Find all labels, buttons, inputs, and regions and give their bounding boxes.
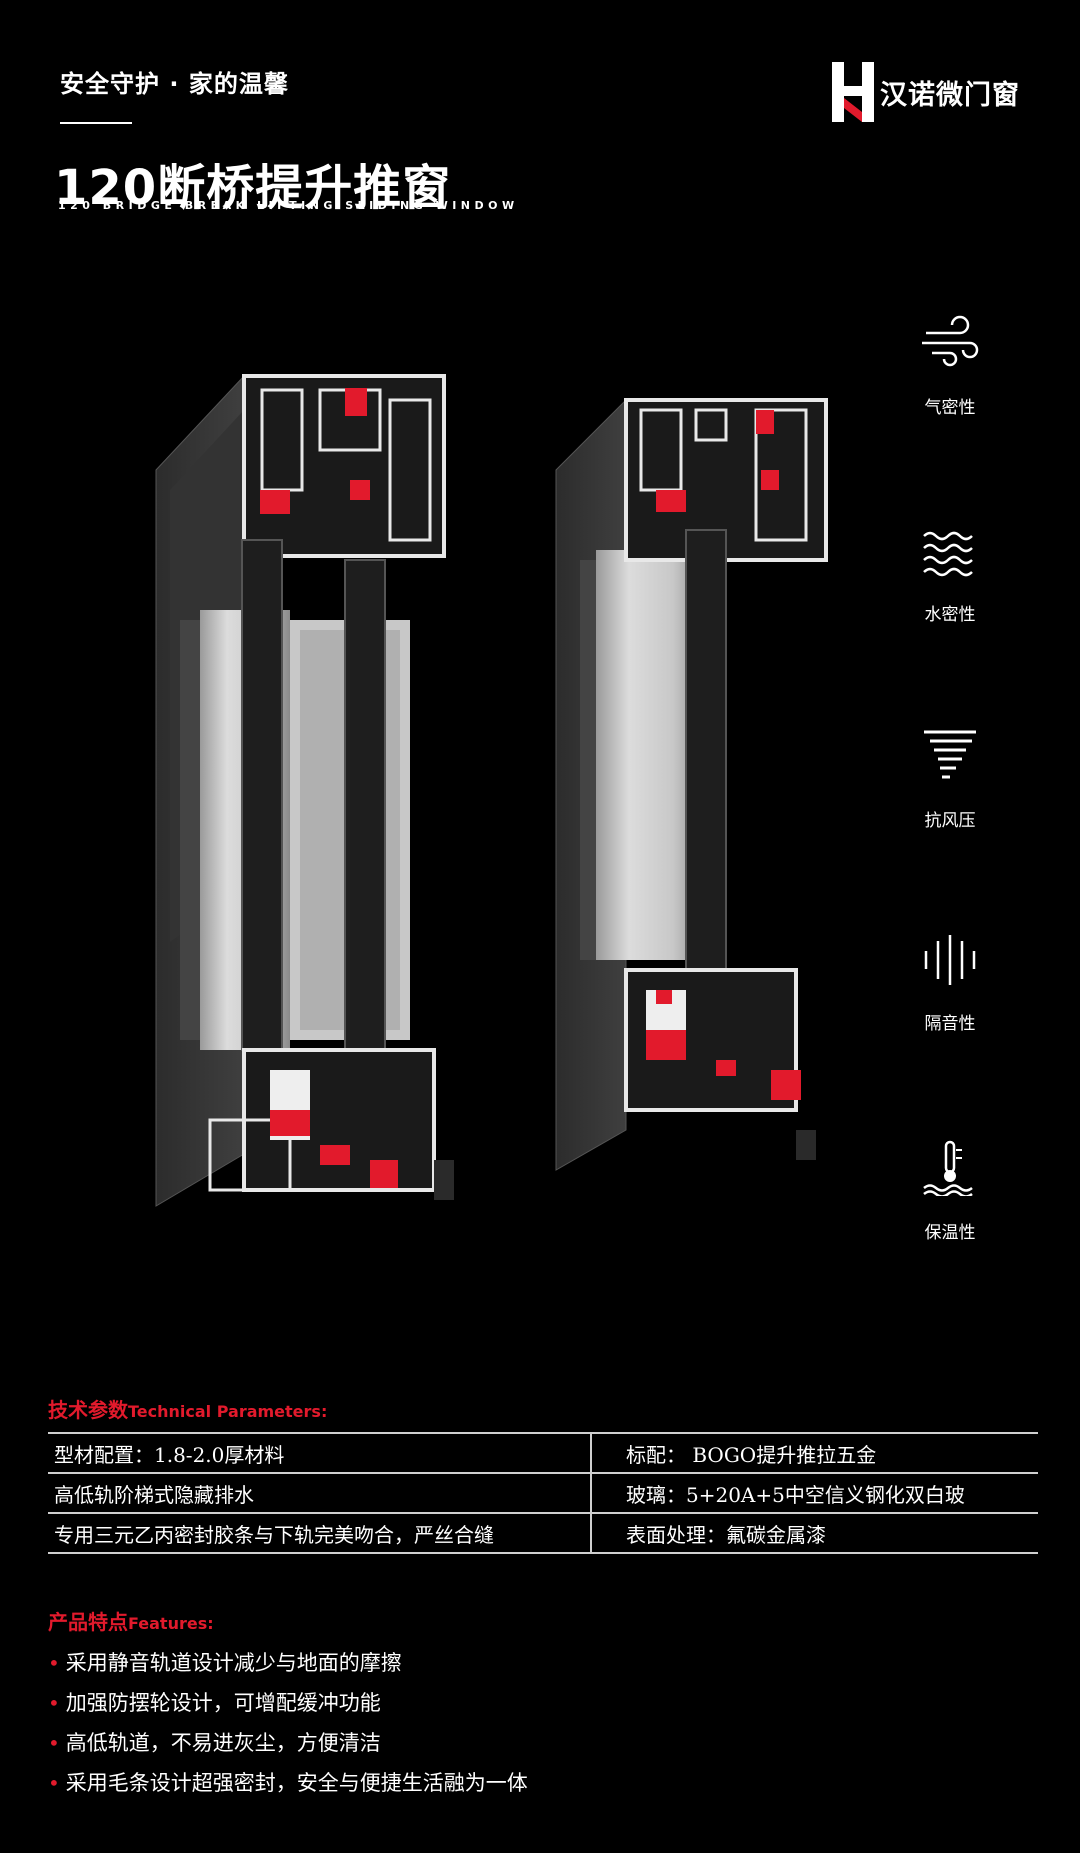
feature-label: 水密性 [924, 605, 976, 625]
page-subtitle: 120 BRIDGE BREAK LIFTING SLIDING WINDOW [58, 199, 519, 212]
list-item: •加强防摆轮设计，可增配缓冲功能 [48, 1683, 528, 1723]
feature-label: 保温性 [924, 1223, 976, 1243]
brand-logo: 汉诺微门窗 [832, 62, 1020, 122]
bullet-dot-icon: • [48, 1731, 60, 1755]
brand-name: 汉诺微门窗 [880, 79, 1020, 111]
feature-sound-insulation: 隔音性 [900, 933, 1000, 1034]
param-cell: 玻璃：5+20A+5中空信义钢化双白玻 [591, 1473, 1038, 1514]
page-title: 120断桥提升推窗 [54, 160, 452, 216]
feature-wind-pressure: 抗风压 [900, 728, 1000, 831]
param-cell: 表面处理：氟碳金属漆 [591, 1513, 1038, 1554]
tech-params-heading-en: Technical Parameters: [128, 1402, 328, 1421]
thermometer-icon [923, 1140, 973, 1196]
product-features-heading: 产品特点Features: [48, 1606, 214, 1635]
tech-params-heading: 技术参数Technical Parameters: [48, 1394, 327, 1423]
window-section-right [555, 398, 828, 1171]
bullet-dot-icon: • [48, 1651, 60, 1675]
waves-icon [923, 531, 973, 577]
table-row: 专用三元乙丙密封胶条与下轨完美吻合，严丝合缝 表面处理：氟碳金属漆 [48, 1513, 1038, 1554]
product-features-list: •采用静音轨道设计减少与地面的摩擦 •加强防摆轮设计，可增配缓冲功能 •高低轨道… [48, 1643, 528, 1803]
tech-params-table: 型材配置：1.8-2.0厚材料 标配： BOGO提升推拉五金 高低轨阶梯式隐藏排… [48, 1432, 1038, 1554]
tech-params-heading-cn: 技术参数 [48, 1398, 128, 1422]
list-item: •采用毛条设计超强密封，安全与便捷生活融为一体 [48, 1763, 528, 1803]
list-item-text: 高低轨道，不易进灰尘，方便清洁 [65, 1731, 381, 1755]
feature-label: 抗风压 [924, 811, 976, 831]
product-features-heading-cn: 产品特点 [48, 1610, 128, 1634]
tornado-icon [924, 730, 976, 779]
sound-wave-icon [924, 935, 976, 985]
list-item-text: 加强防摆轮设计，可增配缓冲功能 [65, 1691, 381, 1715]
tagline-divider [60, 122, 132, 124]
param-cell: 标配： BOGO提升推拉五金 [591, 1432, 1038, 1474]
bullet-dot-icon: • [48, 1771, 60, 1795]
list-item-text: 采用毛条设计超强密封，安全与便捷生活融为一体 [65, 1771, 528, 1795]
bullet-dot-icon: • [48, 1691, 60, 1715]
tagline: 安全守护 · 家的温馨 [60, 70, 289, 98]
window-cross-section-illustration [155, 374, 828, 1207]
feature-airtightness: 气密性 [900, 315, 1000, 418]
param-cell: 型材配置：1.8-2.0厚材料 [48, 1432, 592, 1474]
feature-heat-insulation: 保温性 [900, 1140, 1000, 1243]
table-row: 高低轨阶梯式隐藏排水 玻璃：5+20A+5中空信义钢化双白玻 [48, 1473, 1038, 1514]
feature-label: 隔音性 [924, 1014, 976, 1034]
brand-h-logo-icon [832, 62, 874, 122]
list-item-text: 采用静音轨道设计减少与地面的摩擦 [65, 1651, 402, 1675]
wind-icon [922, 315, 979, 367]
list-item: •高低轨道，不易进灰尘，方便清洁 [48, 1723, 528, 1763]
window-section-left [155, 374, 454, 1207]
feature-watertightness: 水密性 [900, 528, 1000, 625]
feature-label: 气密性 [924, 398, 976, 418]
product-features-heading-en: Features: [128, 1614, 214, 1633]
param-cell: 专用三元乙丙密封胶条与下轨完美吻合，严丝合缝 [48, 1513, 592, 1554]
table-row: 型材配置：1.8-2.0厚材料 标配： BOGO提升推拉五金 [48, 1432, 1038, 1474]
list-item: •采用静音轨道设计减少与地面的摩擦 [48, 1643, 528, 1683]
param-cell: 高低轨阶梯式隐藏排水 [48, 1473, 592, 1514]
